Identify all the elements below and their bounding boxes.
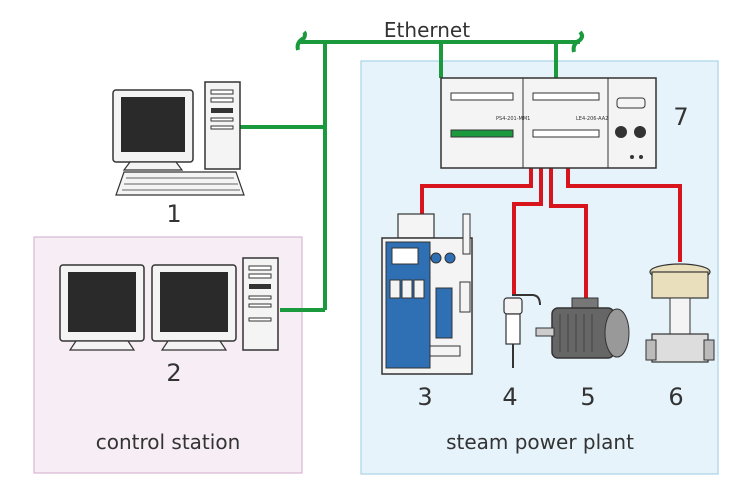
component-number-6: 6 <box>668 383 683 411</box>
signal-wires <box>420 168 682 300</box>
pc-keyboard <box>115 171 245 196</box>
steam-boiler-unit <box>381 213 473 375</box>
plc-module-a-label: PS4-201-MM1 <box>496 116 530 122</box>
plc-module-b-label: LE4-206-AA2 <box>576 116 608 122</box>
component-number-3: 3 <box>417 383 432 411</box>
component-number-7: 7 <box>673 103 688 131</box>
control-station-dual-monitor <box>59 257 279 351</box>
temperature-sensor <box>503 294 541 368</box>
steam-power-plant-label: steam power plant <box>446 430 634 454</box>
control-station-label: control station <box>96 430 241 454</box>
component-number-5: 5 <box>580 383 595 411</box>
component-number-4: 4 <box>502 383 517 411</box>
control-valve <box>645 263 715 363</box>
ethernet-label: Ethernet <box>384 18 470 42</box>
plc-controller: PS4-201-MM1 LE4-206-AA2 <box>440 77 657 169</box>
electric-motor <box>535 297 630 359</box>
component-number-2: 2 <box>166 359 181 387</box>
ethernet-bus <box>240 30 584 312</box>
pc-screen <box>121 97 185 152</box>
workstation-pc <box>112 81 245 196</box>
component-number-1: 1 <box>166 200 181 228</box>
